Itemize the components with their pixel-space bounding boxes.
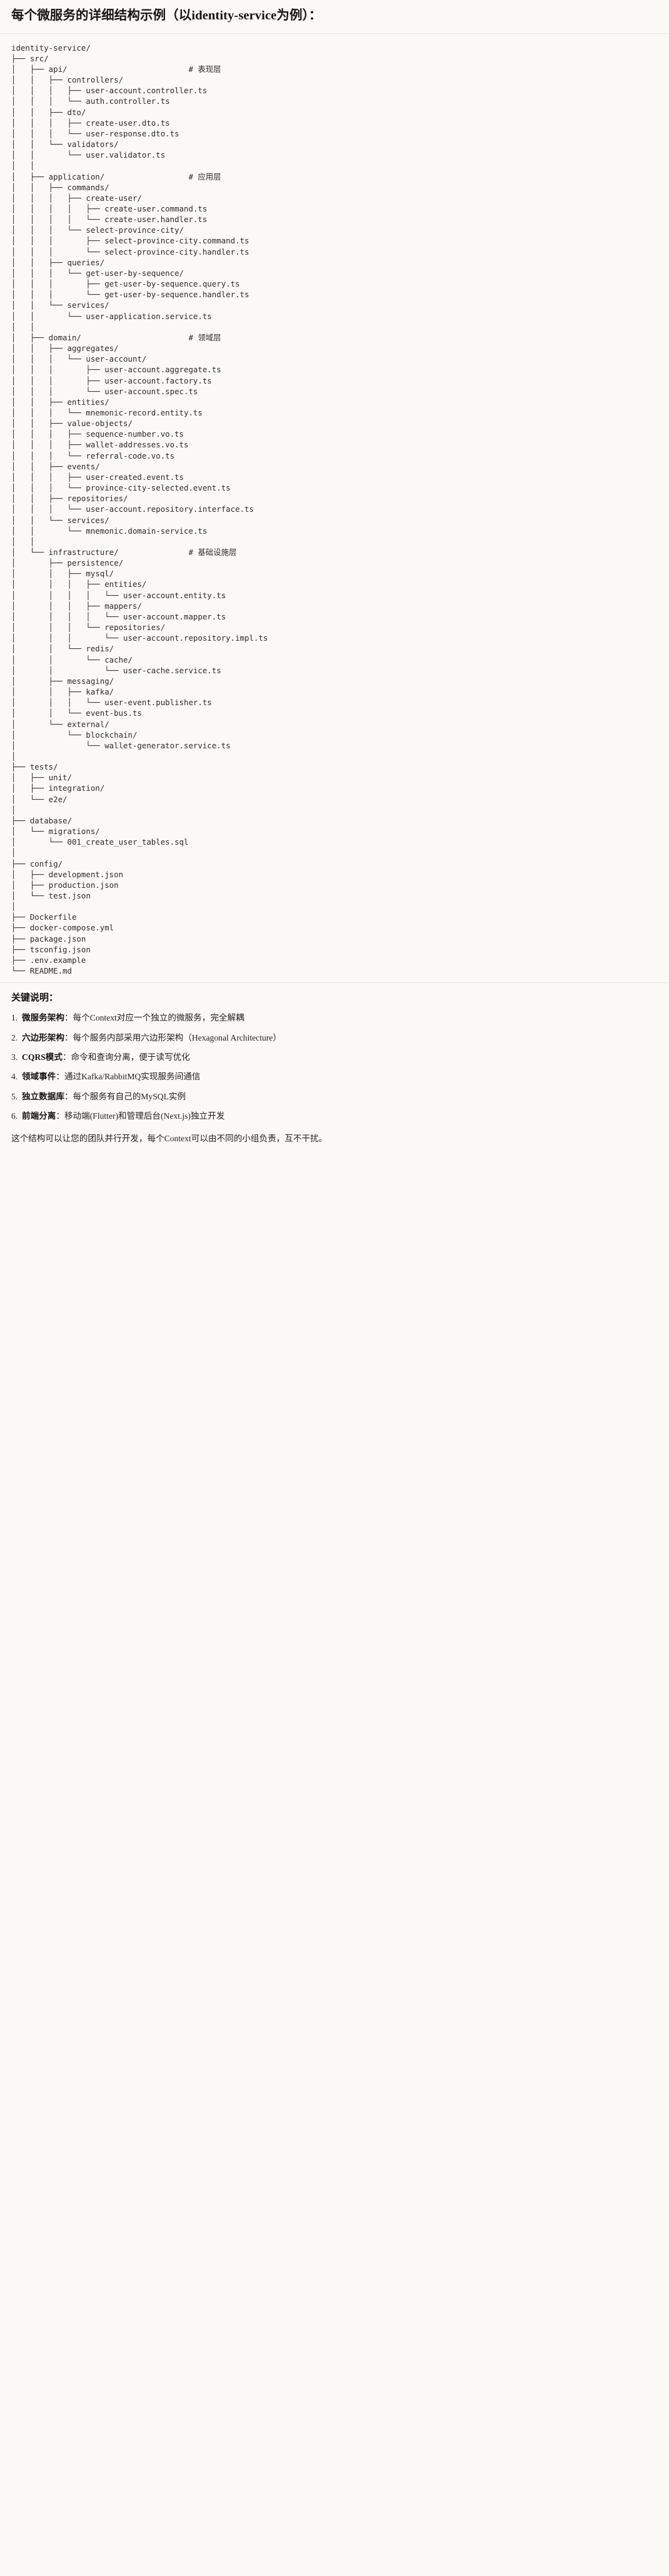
note-term: 六边形架构: [22, 1032, 64, 1042]
key-notes-list: 微服务架构：每个Context对应一个独立的微服务，完全解耦 六边形架构：每个服…: [11, 1012, 658, 1123]
directory-tree-block: identity-service/ ├── src/ │ ├── api/ # …: [0, 33, 669, 984]
note-item: 六边形架构：每个服务内部采用六边形架构（Hexagonal Architectu…: [11, 1032, 658, 1045]
note-item: 微服务架构：每个Context对应一个独立的微服务，完全解耦: [11, 1012, 658, 1025]
note-term: 微服务架构: [22, 1013, 64, 1023]
page-title: 每个微服务的详细结构示例（以identity-service为例）：: [0, 0, 669, 34]
key-notes-heading: 关键说明：: [11, 993, 59, 1004]
note-item: 前端分离：移动端(Flutter)和管理后台(Next.js)独立开发: [11, 1110, 658, 1123]
note-term: 领域事件: [22, 1072, 56, 1082]
document-page: 每个微服务的详细结构示例（以identity-service为例）： ident…: [0, 0, 669, 1155]
note-desc: ：每个服务内部采用六边形架构（Hexagonal Architecture）: [64, 1032, 281, 1042]
directory-tree: identity-service/ ├── src/ │ ├── api/ # …: [11, 43, 658, 977]
key-notes-section: 关键说明： 微服务架构：每个Context对应一个独立的微服务，完全解耦 六边形…: [0, 983, 669, 1155]
note-item: 独立数据库：每个服务有自己的MySQL实例: [11, 1091, 658, 1104]
note-term: 独立数据库: [22, 1091, 64, 1101]
directory-tree-text: identity-service/ ├── src/ │ ├── api/ # …: [11, 43, 268, 976]
note-term: 前端分离: [22, 1111, 56, 1121]
note-desc: ：移动端(Flutter)和管理后台(Next.js)独立开发: [56, 1111, 225, 1121]
note-desc: ：通过Kafka/RabbitMQ实现服务间通信: [56, 1072, 201, 1082]
closing-paragraph: 这个结构可以让您的团队并行开发，每个Context可以由不同的小组负责，互不干扰…: [11, 1133, 328, 1143]
note-desc: ：命令和查询分离，便于读写优化: [62, 1052, 190, 1062]
note-desc: ：每个Context对应一个独立的微服务，完全解耦: [64, 1013, 244, 1023]
note-term: CQRS模式: [22, 1052, 63, 1062]
note-desc: ：每个服务有自己的MySQL实例: [64, 1091, 186, 1101]
note-item: CQRS模式：命令和查询分离，便于读写优化: [11, 1051, 658, 1064]
note-item: 领域事件：通过Kafka/RabbitMQ实现服务间通信: [11, 1071, 658, 1084]
